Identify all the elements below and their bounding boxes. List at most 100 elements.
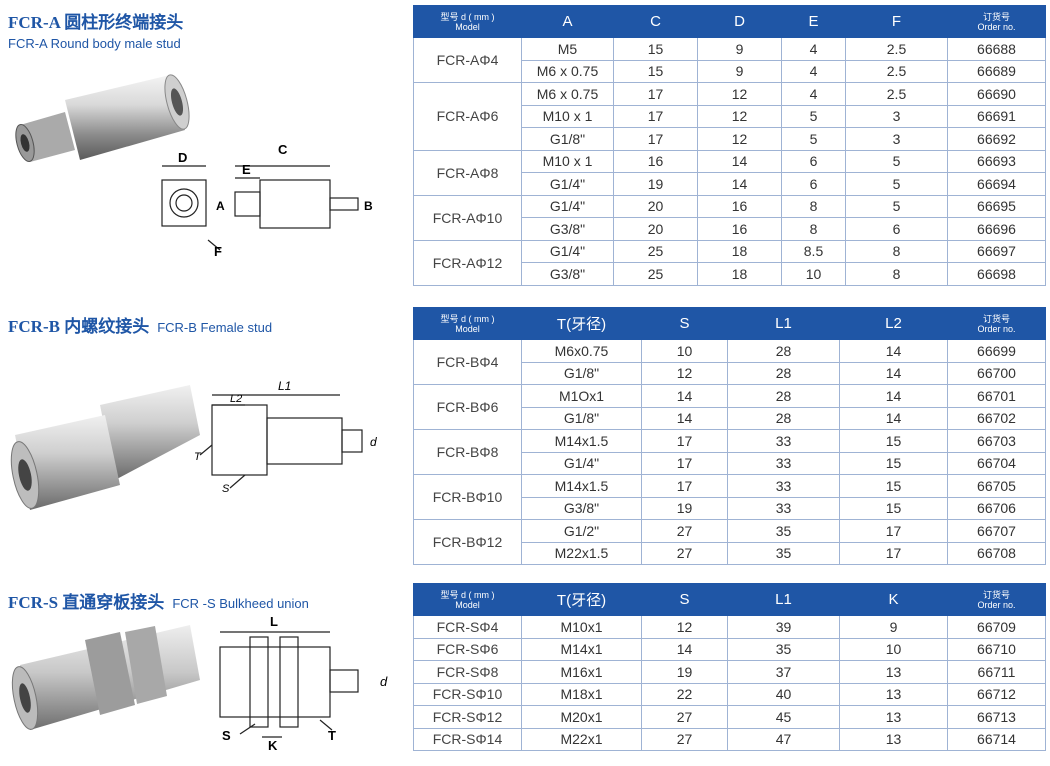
col-header-model: 型号 d ( mm )Model [413,583,522,616]
model-cell: FCR-SΦ8 [413,660,522,684]
table-cell: 6 [845,217,948,241]
table-cell: M5 [521,37,614,61]
table-cell: M1Ox1 [521,384,642,408]
table-cell: 17 [641,429,728,453]
fcr-b-product-photo [10,385,200,510]
model-cell: FCR-BΦ10 [413,474,522,520]
order-number-cell: 66697 [947,239,1046,263]
table-cell: 2.5 [845,59,948,83]
table-cell: 17 [613,127,698,151]
model-cell: FCR-SΦ4 [413,615,522,639]
order-number-cell: 66698 [947,262,1046,286]
table-cell: G1/8" [521,406,642,430]
order-number-cell: 66693 [947,149,1046,173]
order-number-cell: 66700 [947,361,1046,385]
table-cell: 14 [641,384,728,408]
table-cell: G3/8" [521,496,642,520]
dim-t-label: T [194,451,202,463]
order-number-cell: 66712 [947,682,1046,706]
section-a-title: FCR-A 圆柱形终端接头 [8,8,183,33]
dim-l2-label: L2 [230,393,242,405]
table-cell: 35 [727,637,840,661]
table-cell: 5 [845,149,948,173]
fcr-s-dimension-drawing: L S K T d [219,614,388,752]
table-cell: 15 [839,474,948,498]
model-cell: FCR-AΦ8 [413,149,522,196]
dim-a-label: A [216,199,225,213]
order-number-cell: 66701 [947,384,1046,408]
table-cell: 2.5 [845,82,948,106]
table-cell: 8 [781,217,846,241]
table-cell: M10 x 1 [521,104,614,128]
table-cell: G1/4" [521,194,614,218]
col-header: L1 [727,307,840,340]
dim-s-label: S [222,483,230,495]
order-number-cell: 66692 [947,127,1046,151]
table-cell: G1/4" [521,451,642,475]
table-cell: 28 [727,406,840,430]
table-cell: 28 [727,384,840,408]
order-number-cell: 66706 [947,496,1046,520]
col-header: F [845,5,948,38]
table-cell: 14 [839,406,948,430]
order-number-cell: 66694 [947,172,1046,196]
table-cell: 17 [613,104,698,128]
table-cell: 28 [727,339,840,363]
model-cell: FCR-BΦ6 [413,384,522,430]
table-cell: 20 [613,194,698,218]
col-header: L1 [727,583,840,616]
table-cell: 27 [641,541,728,565]
table-cell: 15 [839,496,948,520]
table-cell: M6 x 0.75 [521,82,614,106]
col-header: L2 [839,307,948,340]
table-cell: 13 [839,660,948,684]
table-cell: 16 [697,194,782,218]
table-cell: 8 [781,194,846,218]
table-cell: 8 [845,239,948,263]
model-cell: FCR-BΦ8 [413,429,522,475]
dim-e-label: E [242,162,251,177]
table-cell: M20x1 [521,705,642,729]
model-cell: FCR-SΦ6 [413,637,522,661]
table-cell: 12 [697,127,782,151]
table-cell: 17 [839,541,948,565]
table-cell: 3 [845,127,948,151]
model-cell: FCR-SΦ10 [413,682,522,706]
table-cell: 37 [727,660,840,684]
table-cell: 9 [839,615,948,639]
table-cell: 19 [641,496,728,520]
order-number-cell: 66689 [947,59,1046,83]
table-cell: 27 [641,519,728,543]
table-cell: 14 [697,172,782,196]
table-cell: 4 [781,37,846,61]
col-header: E [781,5,846,38]
model-cell: FCR-AΦ4 [413,37,522,83]
model-cell: FCR-BΦ4 [413,339,522,385]
table-cell: M18x1 [521,682,642,706]
table-cell: 6 [781,172,846,196]
table-cell: 10 [839,637,948,661]
table-cell: 5 [845,172,948,196]
table-cell: 2.5 [845,37,948,61]
order-number-cell: 66703 [947,429,1046,453]
table-cell: 14 [697,149,782,173]
col-header: C [613,5,698,38]
table-cell: 20 [613,217,698,241]
table-cell: 39 [727,615,840,639]
fcr-a-dimension-drawing: D E C A B F [161,142,373,259]
col-header: D [697,5,782,38]
